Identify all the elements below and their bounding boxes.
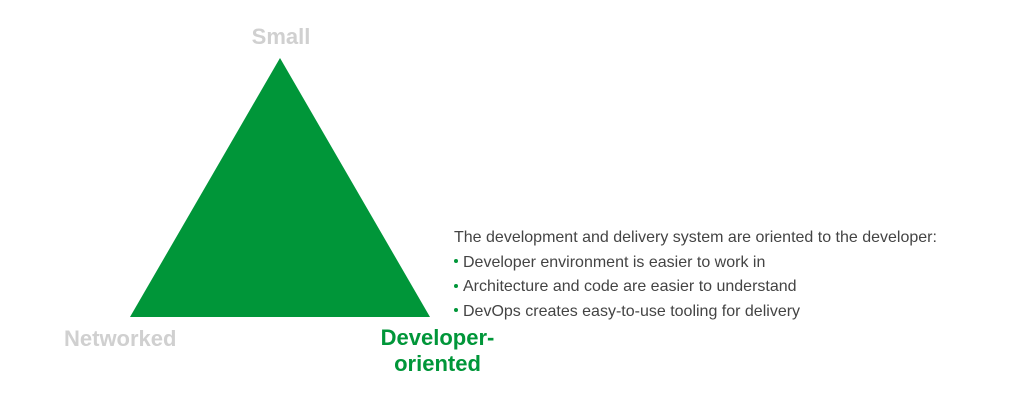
vertex-label-networked: Networked (64, 326, 177, 351)
bullet-text: Architecture and code are easier to unde… (463, 278, 797, 295)
list-item: DevOps creates easy-to-use tooling for d… (454, 300, 994, 325)
description-block: The development and delivery system are … (454, 226, 994, 324)
list-item: Developer environment is easier to work … (454, 251, 994, 276)
bullet-dot-icon (454, 259, 458, 264)
vertex-label-developer-oriented-line2: oriented (394, 351, 481, 376)
list-item: Architecture and code are easier to unde… (454, 275, 994, 300)
vertex-label-small: Small (251, 24, 311, 49)
vertex-label-developer-oriented: Developer- oriented (375, 325, 500, 377)
bullet-dot-icon (454, 283, 458, 288)
bullet-list: Developer environment is easier to work … (454, 251, 994, 325)
description-intro: The development and delivery system are … (454, 229, 937, 246)
bullet-dot-icon (454, 308, 458, 313)
bullet-text: DevOps creates easy-to-use tooling for d… (463, 302, 801, 320)
vertex-label-developer-oriented-line1: Developer- (380, 325, 495, 350)
green-triangle (130, 58, 430, 317)
bullet-text: Developer environment is easier to work … (463, 253, 766, 271)
